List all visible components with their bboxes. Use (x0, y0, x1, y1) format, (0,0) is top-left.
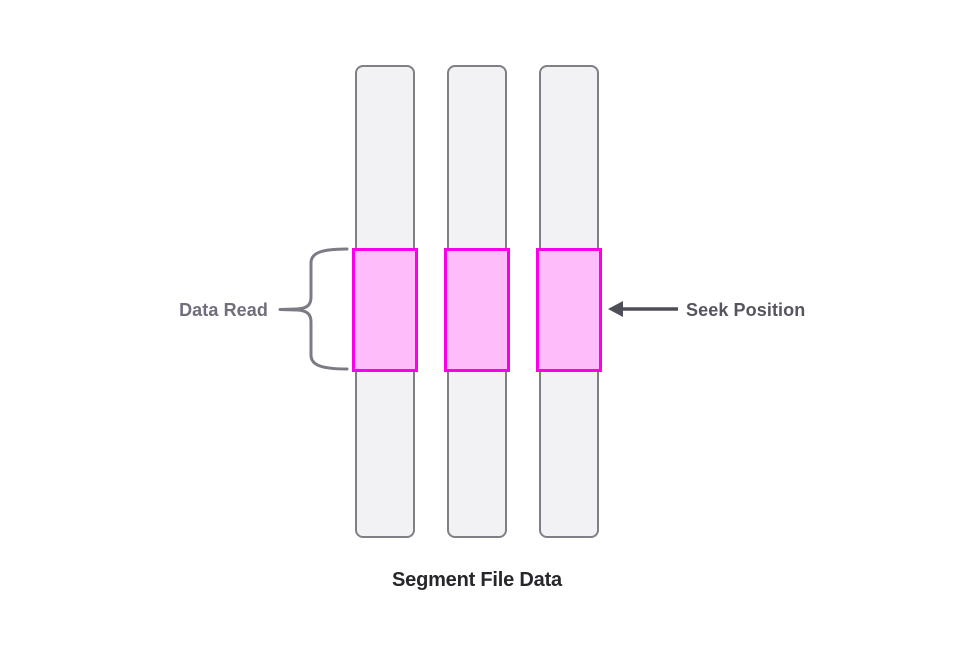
seek-region-3 (536, 248, 602, 372)
seek-region-1 (352, 248, 418, 372)
seek-region-2 (444, 248, 510, 372)
data-read-label: Data Read (179, 300, 268, 320)
curly-brace-icon (278, 247, 349, 371)
diagram-title: Segment File Data (392, 569, 562, 591)
left-arrow-icon (608, 301, 678, 317)
seek-position-label: Seek Position (686, 300, 806, 320)
